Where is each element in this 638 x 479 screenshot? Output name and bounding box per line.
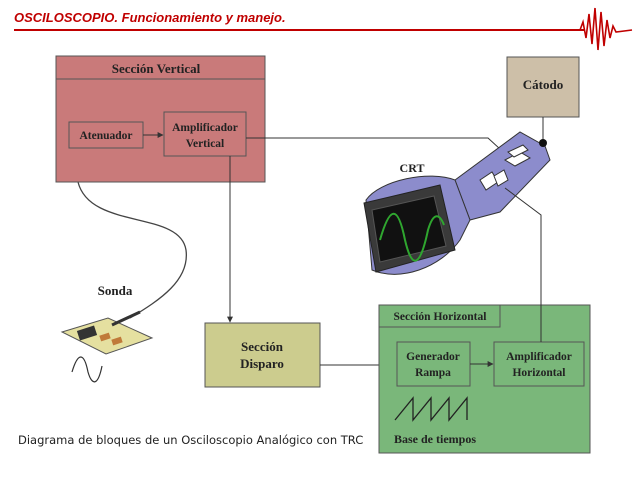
vertical-section: Sección Vertical Atenuador Amplificador … xyxy=(55,55,266,183)
crt-label: CRT xyxy=(400,161,425,175)
cathode-terminal xyxy=(539,139,547,147)
header-title: OSCILOSCOPIO. Funcionamiento y manejo. xyxy=(14,10,286,25)
sawtooth-icon xyxy=(394,396,468,422)
probe-board-icon xyxy=(60,310,154,383)
probe-label: Sonda xyxy=(98,283,133,298)
horizontal-amp-to-plates-line xyxy=(504,187,542,342)
attenuator-label: Atenuador xyxy=(79,130,132,142)
ramp-generator-label-1: Generador xyxy=(406,351,460,363)
cathode-label: Cátodo xyxy=(523,77,563,92)
diagram-caption: Diagrama de bloques de un Osciloscopio A… xyxy=(18,433,364,447)
vertical-amplifier-block xyxy=(163,111,247,157)
vertical-amplifier-label-1: Amplificador xyxy=(172,122,238,134)
horizontal-section: Sección Horizontal Generador Rampa Ampli… xyxy=(378,304,591,454)
trigger-block xyxy=(204,322,321,388)
crt-tube xyxy=(363,131,551,275)
horizontal-amplifier-label-2: Horizontal xyxy=(512,367,565,379)
timebase-label: Base de tiempos xyxy=(394,432,476,446)
ramp-generator-block xyxy=(396,341,471,387)
horizontal-amplifier-label-1: Amplificador xyxy=(506,351,572,363)
ramp-generator-label-2: Rampa xyxy=(415,367,451,379)
cathode-block xyxy=(506,56,580,118)
crt-screen-wave xyxy=(379,213,445,262)
probe-cable xyxy=(77,181,187,319)
attenuator-block xyxy=(68,121,144,149)
vertical-amplifier-label-2: Vertical xyxy=(186,138,225,150)
trigger-label-2: Disparo xyxy=(240,356,284,371)
header-rule xyxy=(14,29,584,31)
logo-wave-icon xyxy=(568,7,633,51)
vertical-amp-to-plates-line xyxy=(246,137,513,161)
vertical-section-title: Sección Vertical xyxy=(112,61,201,76)
trigger-label-1: Sección xyxy=(241,339,284,354)
horizontal-amplifier-block xyxy=(493,341,585,387)
horizontal-section-title: Sección Horizontal xyxy=(394,311,487,323)
